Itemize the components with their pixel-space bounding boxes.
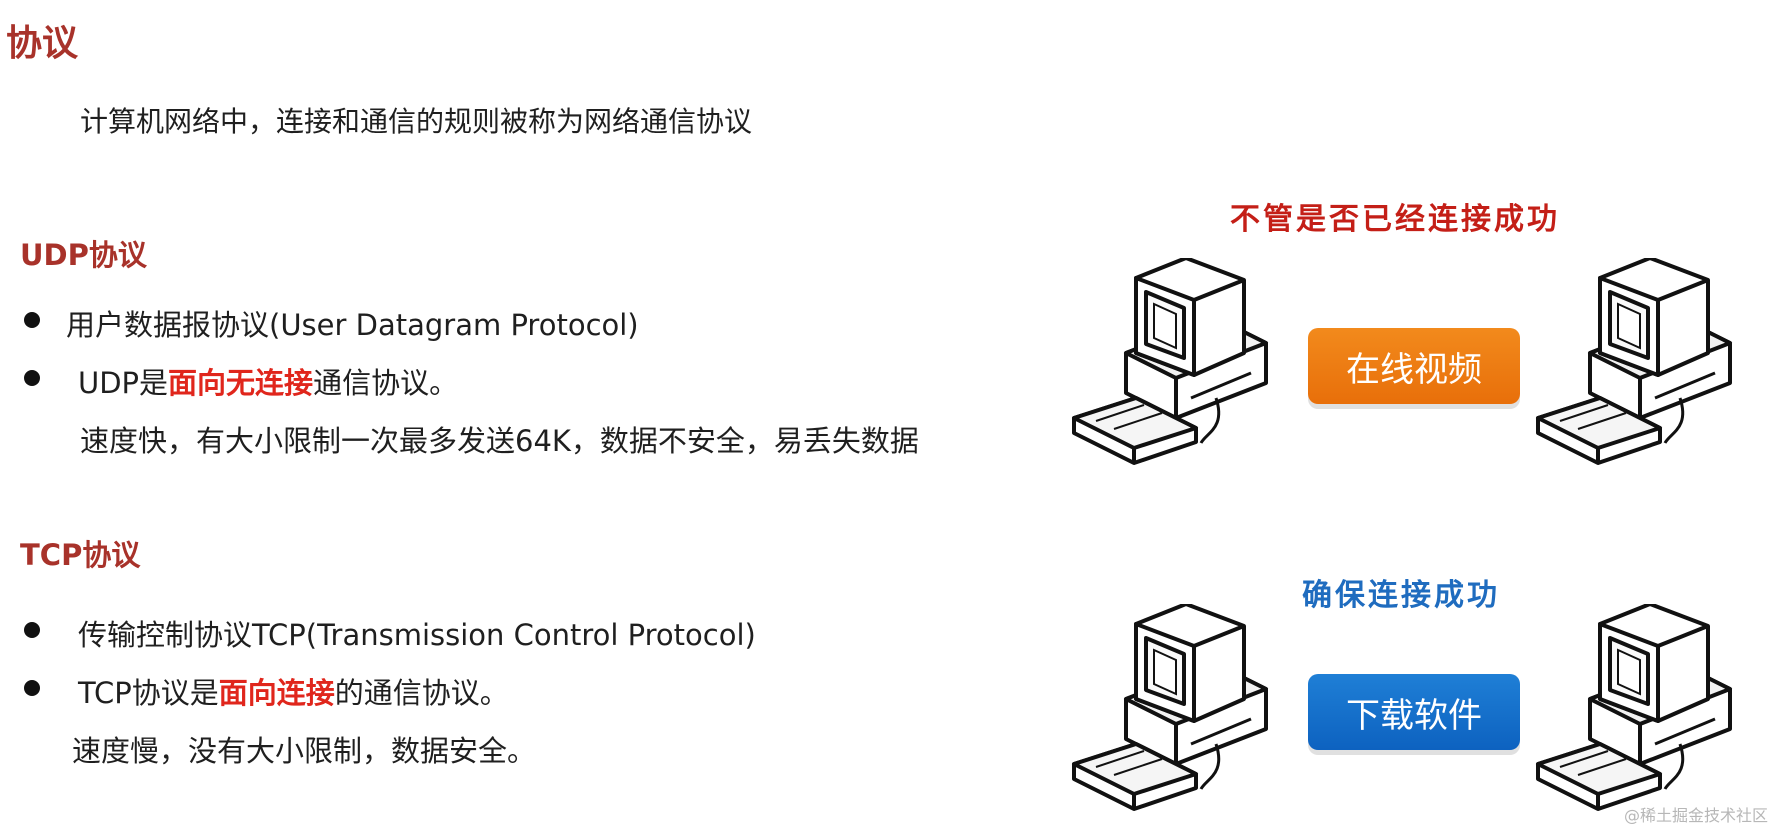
udp-connectionless-highlight: 面向无连接: [168, 366, 314, 400]
tcp-detail: 速度慢，没有大小限制，数据安全。: [72, 734, 537, 768]
udp-bullet-2: UDP是面向无连接通信协议。: [78, 360, 458, 402]
udp-detail: 速度快，有大小限制一次最多发送64K，数据不安全，易丢失数据: [80, 424, 919, 458]
udp-bullet-2-suffix: 通信协议。: [313, 366, 459, 400]
bullet-dot: [24, 622, 40, 638]
tcp-diagram-caption: 确保连接成功: [1302, 578, 1500, 613]
page-title: 协议: [6, 23, 79, 64]
computer-icon: [1066, 604, 1306, 834]
bullet-dot: [24, 370, 40, 386]
bullet-dot: [24, 680, 40, 696]
bullet-dot: [24, 312, 40, 328]
tcp-bullet-2-prefix: TCP协议是: [78, 676, 219, 710]
udp-bullet-2-prefix: UDP是: [78, 366, 169, 400]
udp-heading: UDP协议: [20, 238, 147, 272]
computer-icon: [1530, 604, 1770, 834]
udp-diagram-label: 在线视频: [1308, 328, 1520, 404]
udp-bullet-1: 用户数据报协议(User Datagram Protocol): [66, 308, 639, 342]
tcp-heading: TCP协议: [20, 538, 141, 572]
tcp-bullet-2: TCP协议是面向连接的通信协议。: [78, 670, 509, 712]
tcp-connection-oriented-highlight: 面向连接: [218, 676, 335, 710]
udp-diagram-caption: 不管是否已经连接成功: [1230, 202, 1560, 237]
watermark: @稀土掘金技术社区: [1623, 806, 1768, 825]
computer-icon: [1530, 258, 1770, 488]
computer-icon: [1066, 258, 1306, 488]
tcp-bullet-2-suffix: 的通信协议。: [334, 676, 509, 710]
intro-text: 计算机网络中，连接和通信的规则被称为网络通信协议: [80, 105, 753, 138]
tcp-bullet-1: 传输控制协议TCP(Transmission Control Protocol): [78, 618, 756, 652]
tcp-diagram-label: 下载软件: [1308, 674, 1520, 750]
